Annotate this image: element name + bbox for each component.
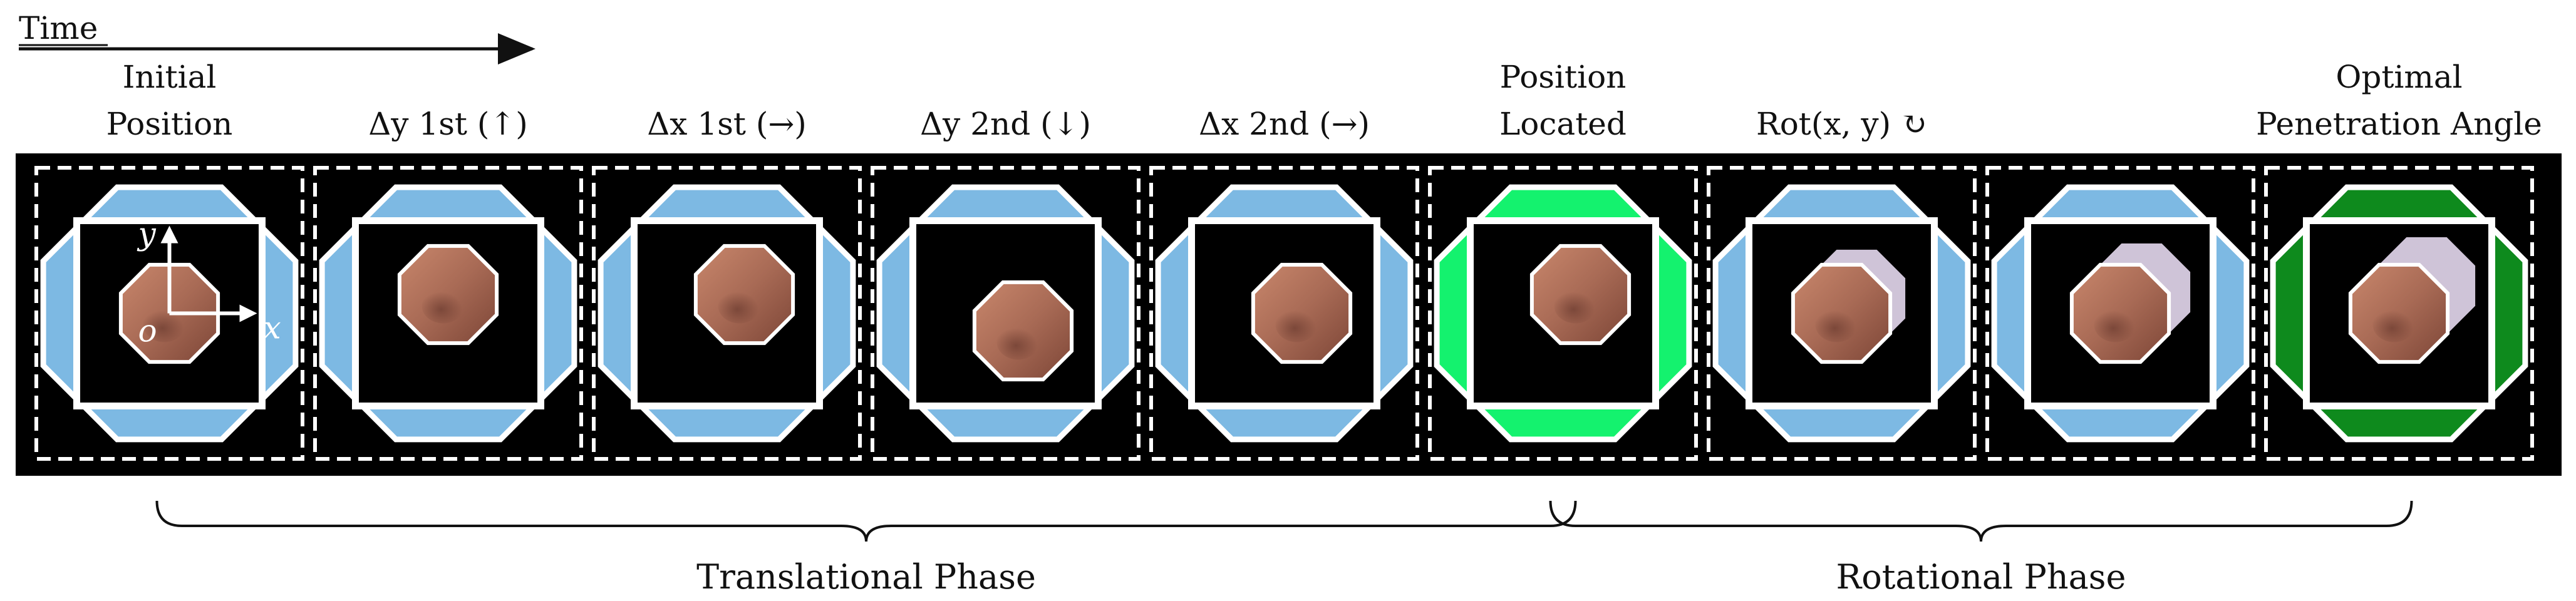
frame-label-line2: Position	[106, 106, 233, 142]
frames-layer: y x o	[34, 166, 2534, 461]
frame-6	[1428, 166, 1698, 461]
frame-3	[592, 166, 862, 461]
frame-7	[1707, 166, 1977, 461]
phase-brace	[155, 500, 1577, 542]
frame-dashed-border	[34, 166, 304, 461]
time-label: Time	[19, 10, 98, 46]
frame-4	[871, 166, 1141, 461]
frame-8	[1985, 166, 2255, 461]
x-axis-label: x	[264, 310, 281, 346]
frame-label-line2: Penetration Angle	[2256, 106, 2542, 142]
frame-1: y x o	[34, 166, 304, 461]
frame-dashed-border	[2264, 166, 2534, 461]
x-axis-head	[239, 304, 257, 322]
frame-label-line1: Position	[1500, 59, 1627, 95]
phases-layer: Translational Phase Rotational Phase	[155, 500, 2413, 597]
peg-shade	[1815, 307, 1858, 342]
frame-dashed-border	[871, 166, 1141, 461]
frame-label-line2: Δx 1st (→)	[647, 106, 807, 142]
frame-dashed-border	[1428, 166, 1698, 461]
peg-shade	[1554, 288, 1597, 324]
y-axis-head	[160, 225, 178, 244]
peg-shade	[1275, 307, 1318, 342]
frame-label-line2: Δy 2nd (↓)	[920, 106, 1091, 142]
peg-shade	[2372, 307, 2416, 342]
frame-dashed-border	[1149, 166, 1419, 461]
phase-brace	[1549, 500, 2413, 542]
origin-label: o	[138, 313, 157, 349]
frame-dashed-border	[592, 166, 862, 461]
peg-shade	[422, 288, 465, 324]
phase-label: Rotational Phase	[1836, 557, 2126, 597]
frame-label-line2: Located	[1499, 106, 1627, 142]
peg-shade	[143, 307, 186, 342]
phase-label: Translational Phase	[696, 557, 1036, 597]
frame-dashed-border	[1985, 166, 2255, 461]
frame-5	[1149, 166, 1419, 461]
frame-label-line1: Optimal	[2335, 59, 2462, 95]
frame-dashed-border	[313, 166, 583, 461]
frame-9	[2264, 166, 2534, 461]
y-axis-label: y	[137, 216, 157, 252]
frame-label-line2: Δy 1st (↑)	[368, 106, 528, 142]
frame-dashed-border	[1707, 166, 1977, 461]
frame-label-line2: Δx 2nd (→)	[1199, 106, 1370, 142]
peg-shade	[996, 324, 1040, 360]
frame-label-line2: Rot(x, y) ↻	[1756, 106, 1927, 142]
frame-label-line1: Initial	[123, 59, 217, 95]
peg-shade	[718, 288, 761, 324]
peg-shade	[2094, 307, 2137, 342]
frame-2	[313, 166, 583, 461]
